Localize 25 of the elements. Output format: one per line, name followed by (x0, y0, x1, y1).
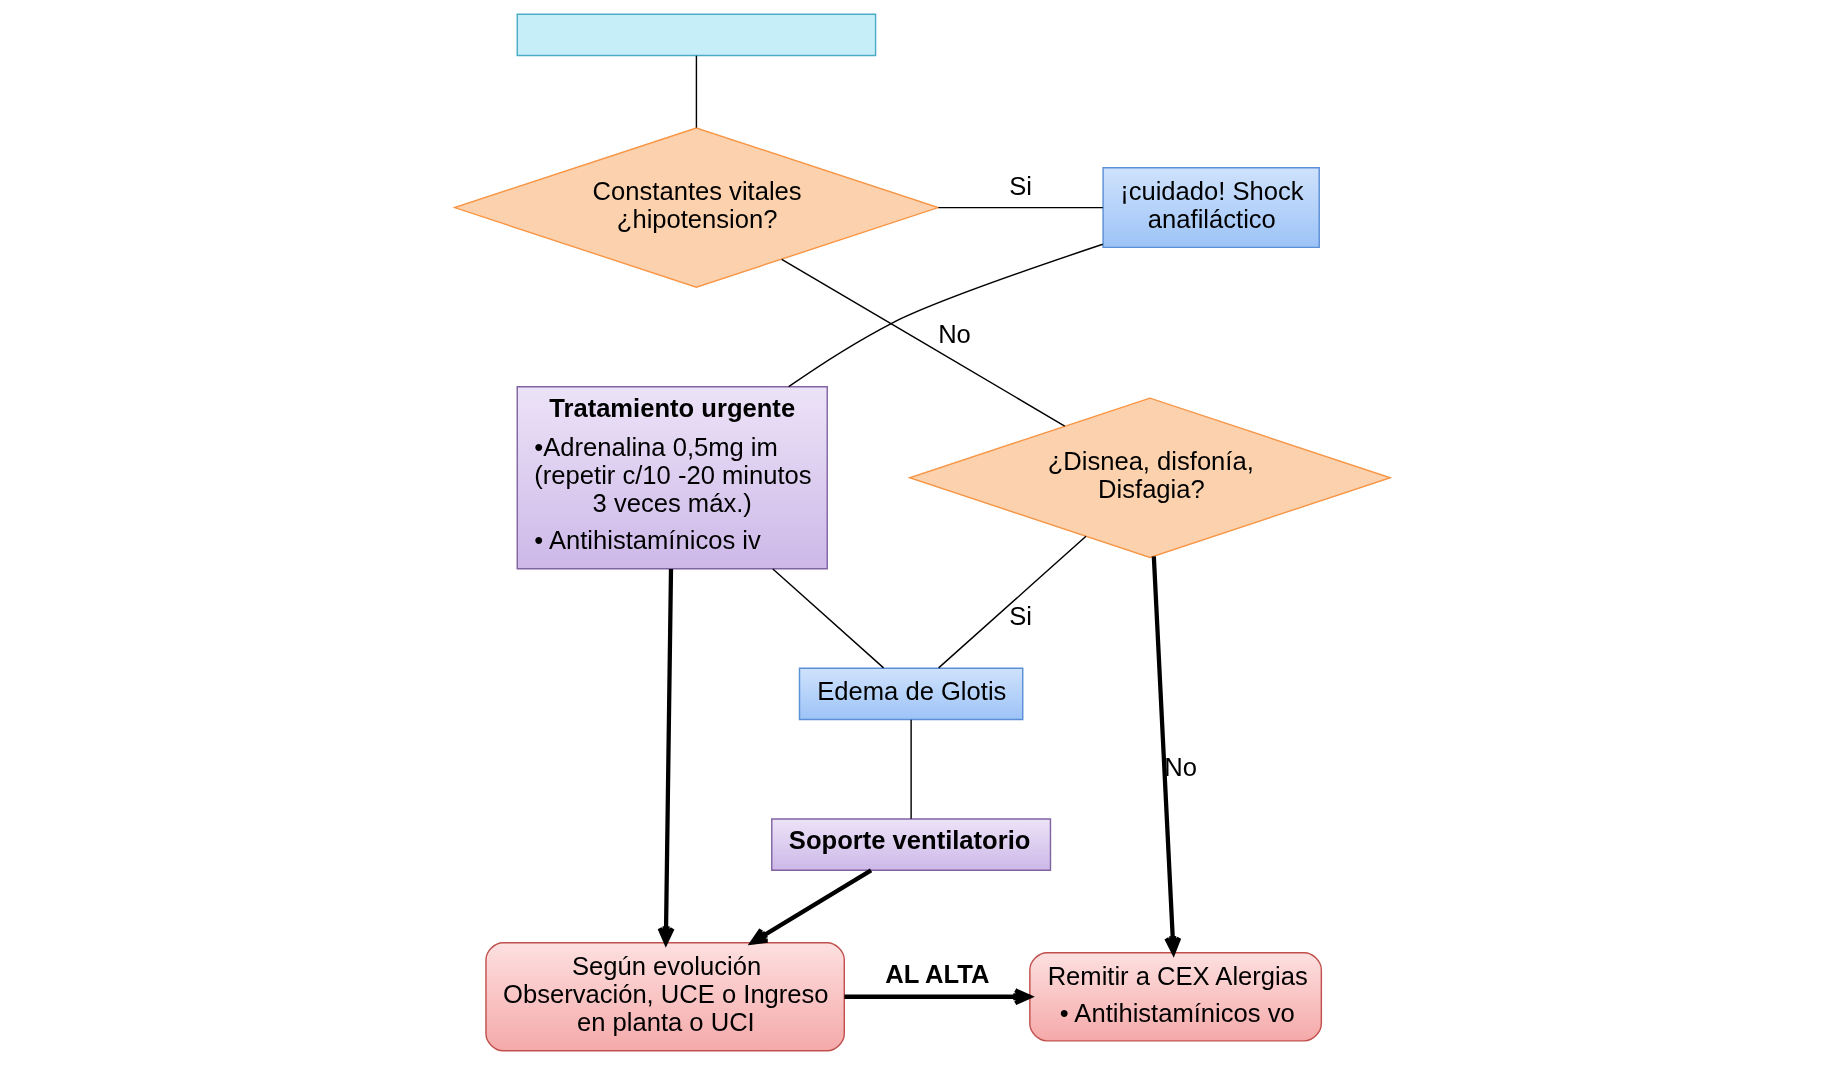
edge-label: No (1164, 752, 1197, 781)
node-box (516, 13, 877, 57)
node-box: Tratamiento urgente •Adrenalina 0,5mg im (repetir c/10 -20 minutos 3 veces máx.) • Antihistamínicos iv (516, 386, 828, 570)
connector (788, 243, 1104, 388)
arrow (750, 868, 873, 945)
node-diamond: Constantes vitales ¿hipotension? (452, 127, 941, 288)
edge-label: Si (1009, 172, 1032, 201)
node-diamond: ¿Disnea, disfonía, Disfagia? (907, 397, 1393, 559)
edge-label: Si (1009, 601, 1032, 630)
connector (937, 206, 1104, 209)
arrow (844, 988, 1032, 1006)
node-box: Según evolución Observación, UCE o Ingreso en planta o UCI (485, 942, 845, 1052)
node-box: ¡cuidado! Shock anafiláctico (1102, 167, 1320, 249)
edge-label: No (938, 320, 971, 349)
connector (772, 568, 885, 669)
arrow (1151, 556, 1182, 955)
connector (695, 55, 698, 129)
node-box: Edema de Glotis (798, 667, 1024, 721)
arrow (657, 569, 675, 945)
connector (781, 258, 1066, 427)
edge-label: AL ALTA (885, 960, 990, 989)
connector (910, 719, 912, 820)
connector (937, 535, 1087, 669)
node-box: Soporte ventilatorio (771, 818, 1052, 871)
node-box: Remitir a CEX Alergias • Antihistamínicos vo (1029, 951, 1323, 1042)
